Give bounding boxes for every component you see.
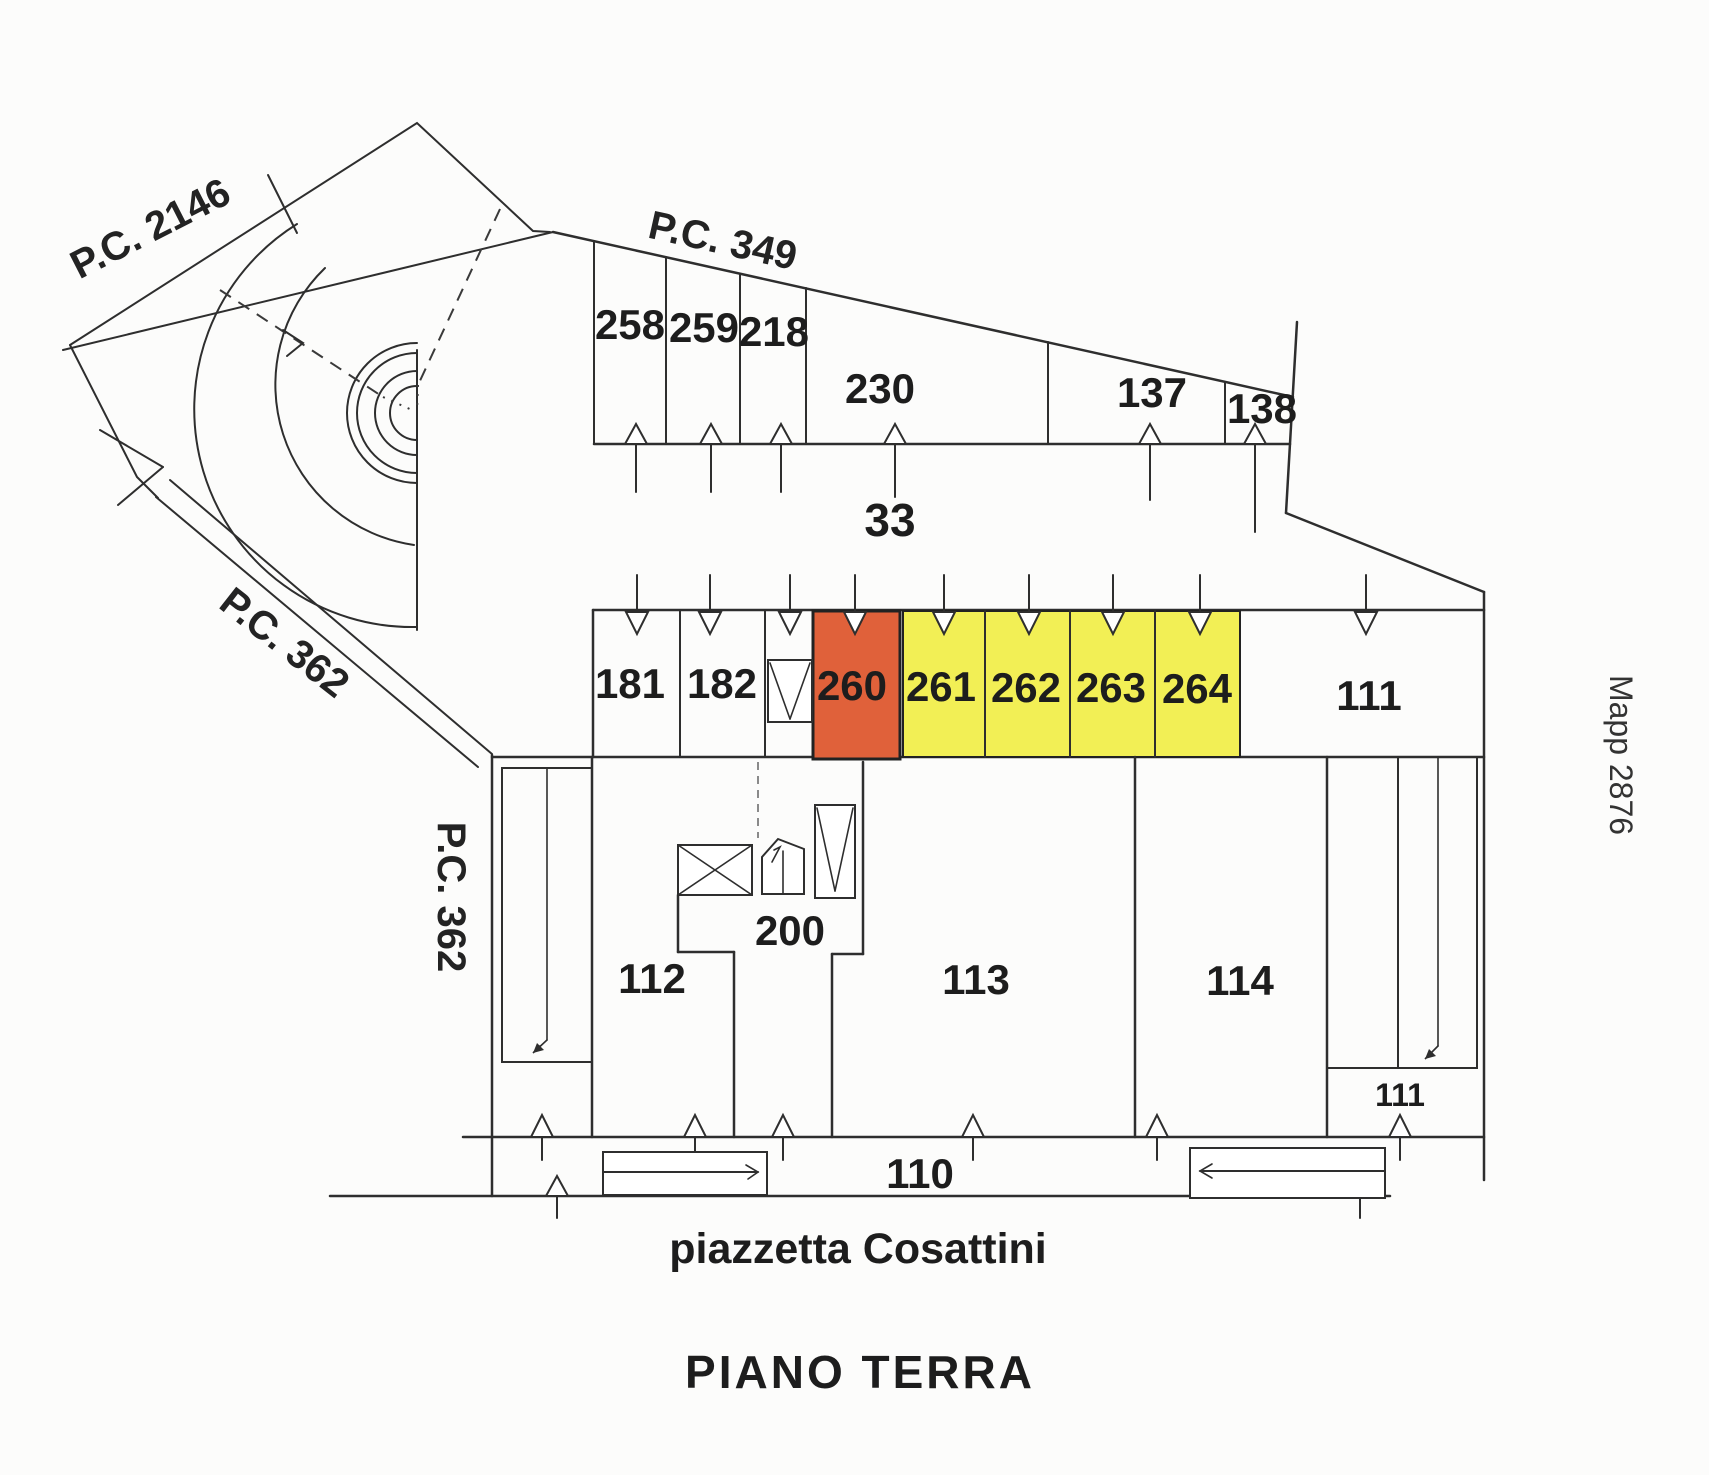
room-label-112: 112 [618, 955, 686, 1002]
door-arrow-262 [1016, 574, 1042, 637]
boundary-jag-2 [117, 466, 164, 506]
room-label-264: 264 [1162, 665, 1233, 712]
door-arrow-137 [1137, 421, 1163, 501]
left-ramp [501, 767, 593, 1063]
core-arc-2 [356, 352, 418, 474]
corridor-label-33: 33 [864, 494, 915, 546]
rotunda-outer-arc [193, 223, 418, 629]
label-pc2146: P.C. 2146 [64, 170, 238, 288]
survey-dash-line-1 [417, 208, 501, 386]
door-arrow-111-small [1387, 1112, 1413, 1161]
room-label-261: 261 [906, 663, 976, 710]
door-arrow-111 [1353, 574, 1379, 637]
rotunda-structure [62, 121, 554, 768]
boundary-jag-1 [99, 429, 164, 468]
corridor-label-200: 200 [755, 907, 825, 954]
door-arrow-138 [1242, 421, 1268, 533]
door-arrow-261 [931, 574, 957, 637]
room-label-259: 259 [669, 304, 739, 351]
room-label-218: 218 [739, 308, 809, 355]
door-arrow-stair-cell [777, 574, 803, 637]
room-label-258: 258 [595, 301, 665, 348]
boundary-tick [267, 174, 298, 234]
strip-sloped-top-edge [551, 230, 1295, 399]
door-arrow-ramp-left [529, 1112, 555, 1161]
room-label-138: 138 [1227, 385, 1297, 432]
door-arrow-260 [842, 574, 868, 637]
path-line-outer [169, 479, 493, 755]
parcels-261-264-highlight [902, 610, 1241, 758]
stair-symbol-upper [767, 659, 813, 723]
street-label: piazzetta Cosattini [669, 1225, 1047, 1273]
ne-diagonal-wall [1284, 511, 1486, 594]
door-arrow-182 [697, 574, 723, 637]
middle-row-cells [624, 574, 1379, 761]
stair-symbol-lower [814, 804, 856, 899]
boundary-labels: P.C. 2146 P.C. 349 P.C. 362 P.C. 362 Map… [64, 170, 1639, 1398]
label-pc349: P.C. 349 [645, 203, 801, 279]
label-pc362-upper: P.C. 362 [212, 579, 358, 706]
room-label-262: 262 [991, 664, 1061, 711]
door-arrow-114 [1144, 1112, 1170, 1161]
door-arrow-230 [882, 421, 908, 498]
door-arrow-113 [960, 1112, 986, 1161]
survey-arrow-icon [282, 329, 305, 357]
core-arc-4 [389, 385, 418, 441]
corridor-label-110: 110 [886, 1150, 954, 1197]
room-label-137: 137 [1117, 369, 1187, 416]
room-label-181: 181 [595, 660, 665, 707]
shaft-x-symbol [677, 844, 753, 896]
kite-parcel-outline [69, 121, 551, 346]
path-line-inner [155, 496, 479, 768]
room-label-263: 263 [1076, 664, 1146, 711]
top-parcel-strip [551, 230, 1299, 533]
door-arrow-181 [624, 574, 650, 637]
door-arrow-200 [770, 1112, 796, 1161]
floor-title: PIANO TERRA [685, 1346, 1035, 1398]
room-labels: 258 259 218 230 137 138 33 181 182 260 2… [595, 301, 1425, 1197]
room-label-114: 114 [1206, 957, 1274, 1004]
stair-run-symbol [761, 837, 805, 895]
internal-walls [501, 755, 1478, 1139]
door-arrow-259 [698, 421, 724, 493]
door-arrow-258 [623, 421, 649, 493]
strip-right-edge [1284, 320, 1299, 515]
room-label-230: 230 [845, 365, 915, 412]
door-arrow-street-left [544, 1173, 570, 1219]
steps-left [602, 1151, 768, 1196]
core-arc-3 [374, 370, 418, 456]
room-label-111-big: 111 [1336, 672, 1401, 719]
door-arrow-263 [1100, 574, 1126, 637]
door-arrow-264 [1187, 574, 1213, 637]
core-arc-1 [346, 342, 418, 484]
kite-lower-edge [69, 344, 159, 499]
door-arrow-218 [768, 421, 794, 493]
right-ramp [1397, 756, 1478, 1069]
rotunda-inner-arc [274, 267, 415, 546]
steps-right [1189, 1147, 1386, 1199]
label-mapp-2876: Mapp 2876 [1603, 675, 1639, 835]
room-label-111-small: 111 [1375, 1077, 1425, 1113]
survey-dot-line-2 [382, 396, 413, 411]
boundary-line-pc2146 [62, 231, 554, 351]
bottom-strip [529, 1112, 1413, 1219]
room-label-260: 260 [817, 662, 887, 709]
room-label-113: 113 [942, 956, 1010, 1003]
label-pc362-left: P.C. 362 [429, 822, 473, 973]
room-label-182: 182 [687, 660, 757, 707]
